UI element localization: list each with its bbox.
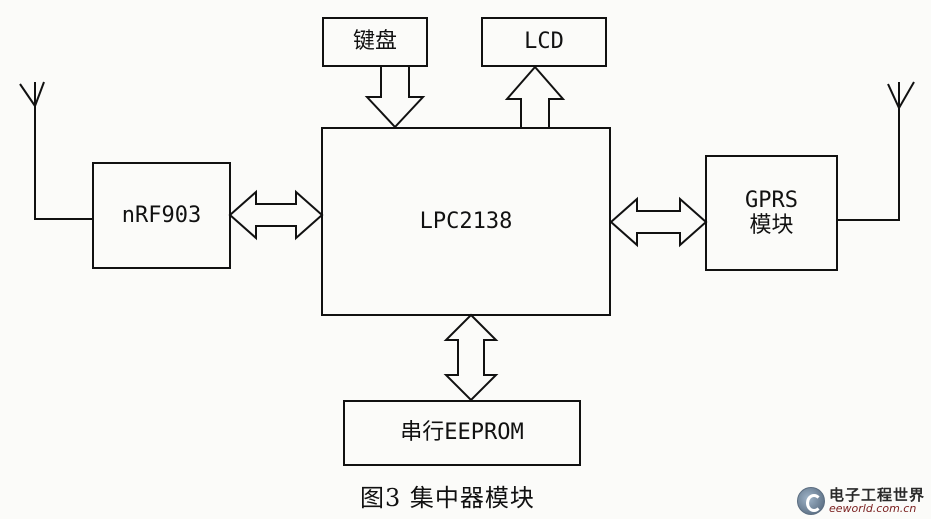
gprs-label: GPRS 模块 [745, 187, 798, 238]
mcu-eeprom-arrow [443, 313, 499, 402]
keyboard-arrow [364, 66, 426, 129]
mcu-box [321, 127, 611, 316]
keyboard-label: 键盘 [352, 29, 397, 55]
watermark-text: 电子工程世界 eeworld.com.cn [828, 486, 925, 515]
eeprom-box [343, 400, 581, 466]
mcu-gprs-arrow [609, 196, 708, 248]
eeprom-label: 串行EEPROM [400, 420, 524, 446]
left-antenna-icon [19, 81, 93, 220]
keyboard-box [322, 17, 428, 67]
watermark: 电子工程世界 eeworld.com.cn [796, 486, 925, 515]
mcu-label: LPC2138 [419, 208, 513, 234]
right-antenna-icon [837, 81, 915, 221]
lcd-box [481, 17, 607, 67]
watermark-title: 电子工程世界 [828, 486, 925, 504]
rf-mcu-arrow [228, 189, 324, 241]
rf-label: nRF903 [121, 202, 202, 228]
watermark-url: eeworld.com.cn [828, 502, 917, 515]
lcd-label: LCD [524, 29, 564, 55]
lcd-arrow [504, 65, 566, 128]
figure-caption: 图3 集中器模块 [360, 484, 535, 512]
gprs-box [705, 155, 838, 271]
watermark-logo-icon [796, 487, 825, 515]
